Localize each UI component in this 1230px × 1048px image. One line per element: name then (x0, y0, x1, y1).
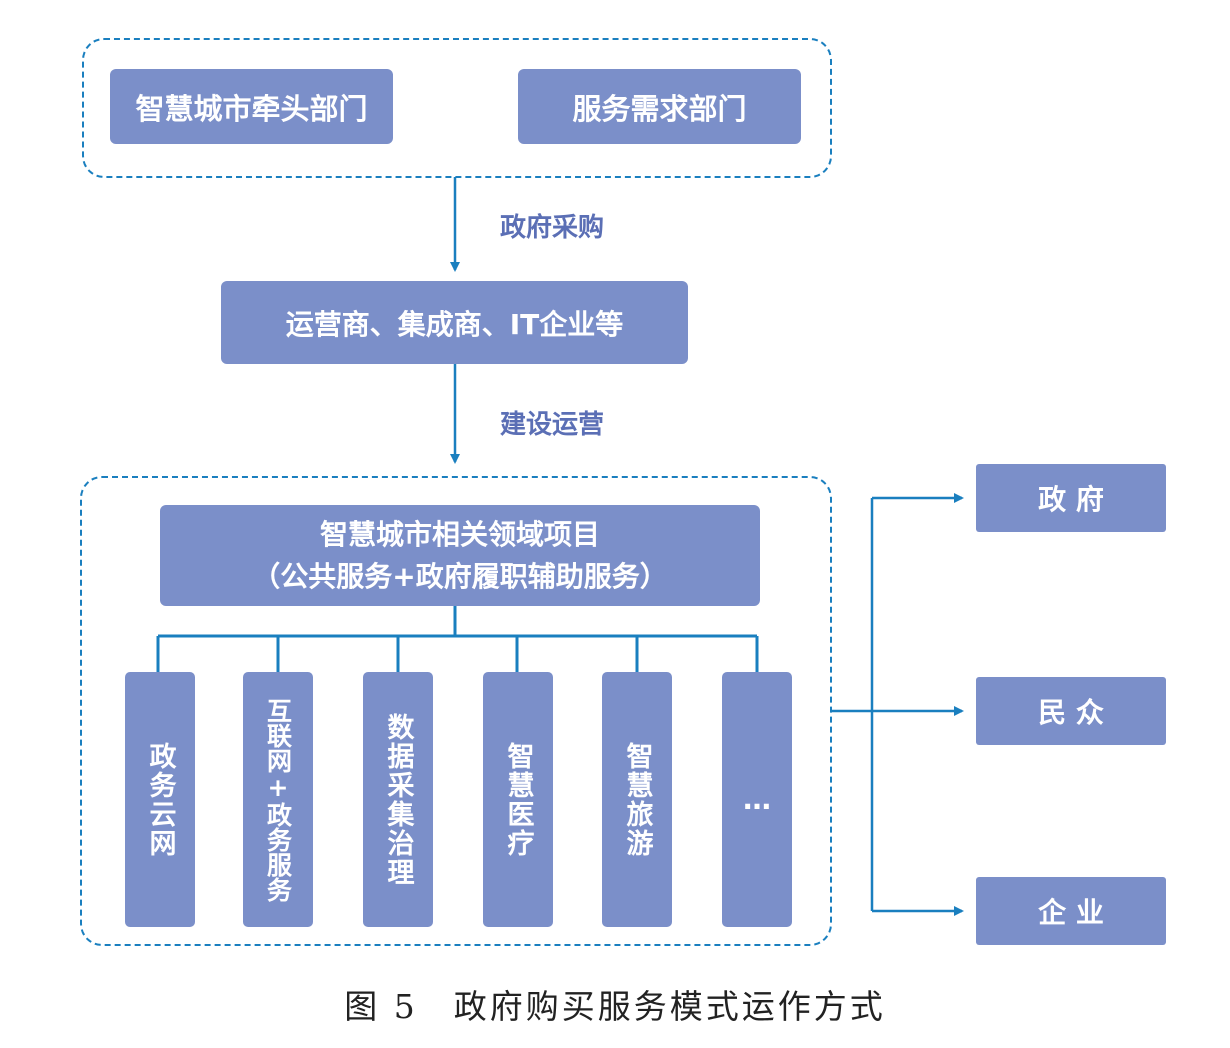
ellipsis-label: … (743, 783, 771, 816)
vendors-box: 运营商、集成商、IT企业等 (221, 281, 688, 364)
project-title-line1: 智慧城市相关领域项目 (319, 517, 600, 551)
project-title-line2: （公共服务+政府履职辅助服务） (252, 559, 668, 593)
target-government: 政 府 (976, 464, 1166, 532)
edge-label-procurement: 政府采购 (500, 213, 605, 243)
column-label: 政务云网 (144, 741, 176, 858)
column-smart-healthcare: 智慧医疗 (483, 672, 553, 927)
top-group-frame (82, 38, 832, 178)
column-internet-gov-service: 互联网+政务服务 (243, 672, 313, 927)
column-gov-cloud: 政务云网 (125, 672, 195, 927)
column-data-governance: 数据采集治理 (363, 672, 433, 927)
edge-label-build-operate: 建设运营 (500, 410, 605, 440)
target-public: 民 众 (976, 677, 1166, 745)
target-enterprise: 企 业 (976, 877, 1166, 945)
demand-department-box: 服务需求部门 (518, 69, 801, 144)
column-label: 数据采集治理 (382, 712, 414, 887)
figure-caption: 图 5 政府购买服务模式运作方式 (344, 987, 886, 1026)
project-title-box: 智慧城市相关领域项目 （公共服务+政府履职辅助服务） (160, 505, 760, 606)
column-smart-tourism: 智慧旅游 (602, 672, 672, 927)
column-label: 互联网+政务服务 (263, 697, 293, 902)
column-label: 智慧旅游 (621, 741, 653, 858)
column-more: … (722, 672, 792, 927)
lead-department-box: 智慧城市牵头部门 (110, 69, 393, 144)
bottom-group-frame (80, 476, 832, 946)
column-label: 智慧医疗 (502, 741, 534, 858)
